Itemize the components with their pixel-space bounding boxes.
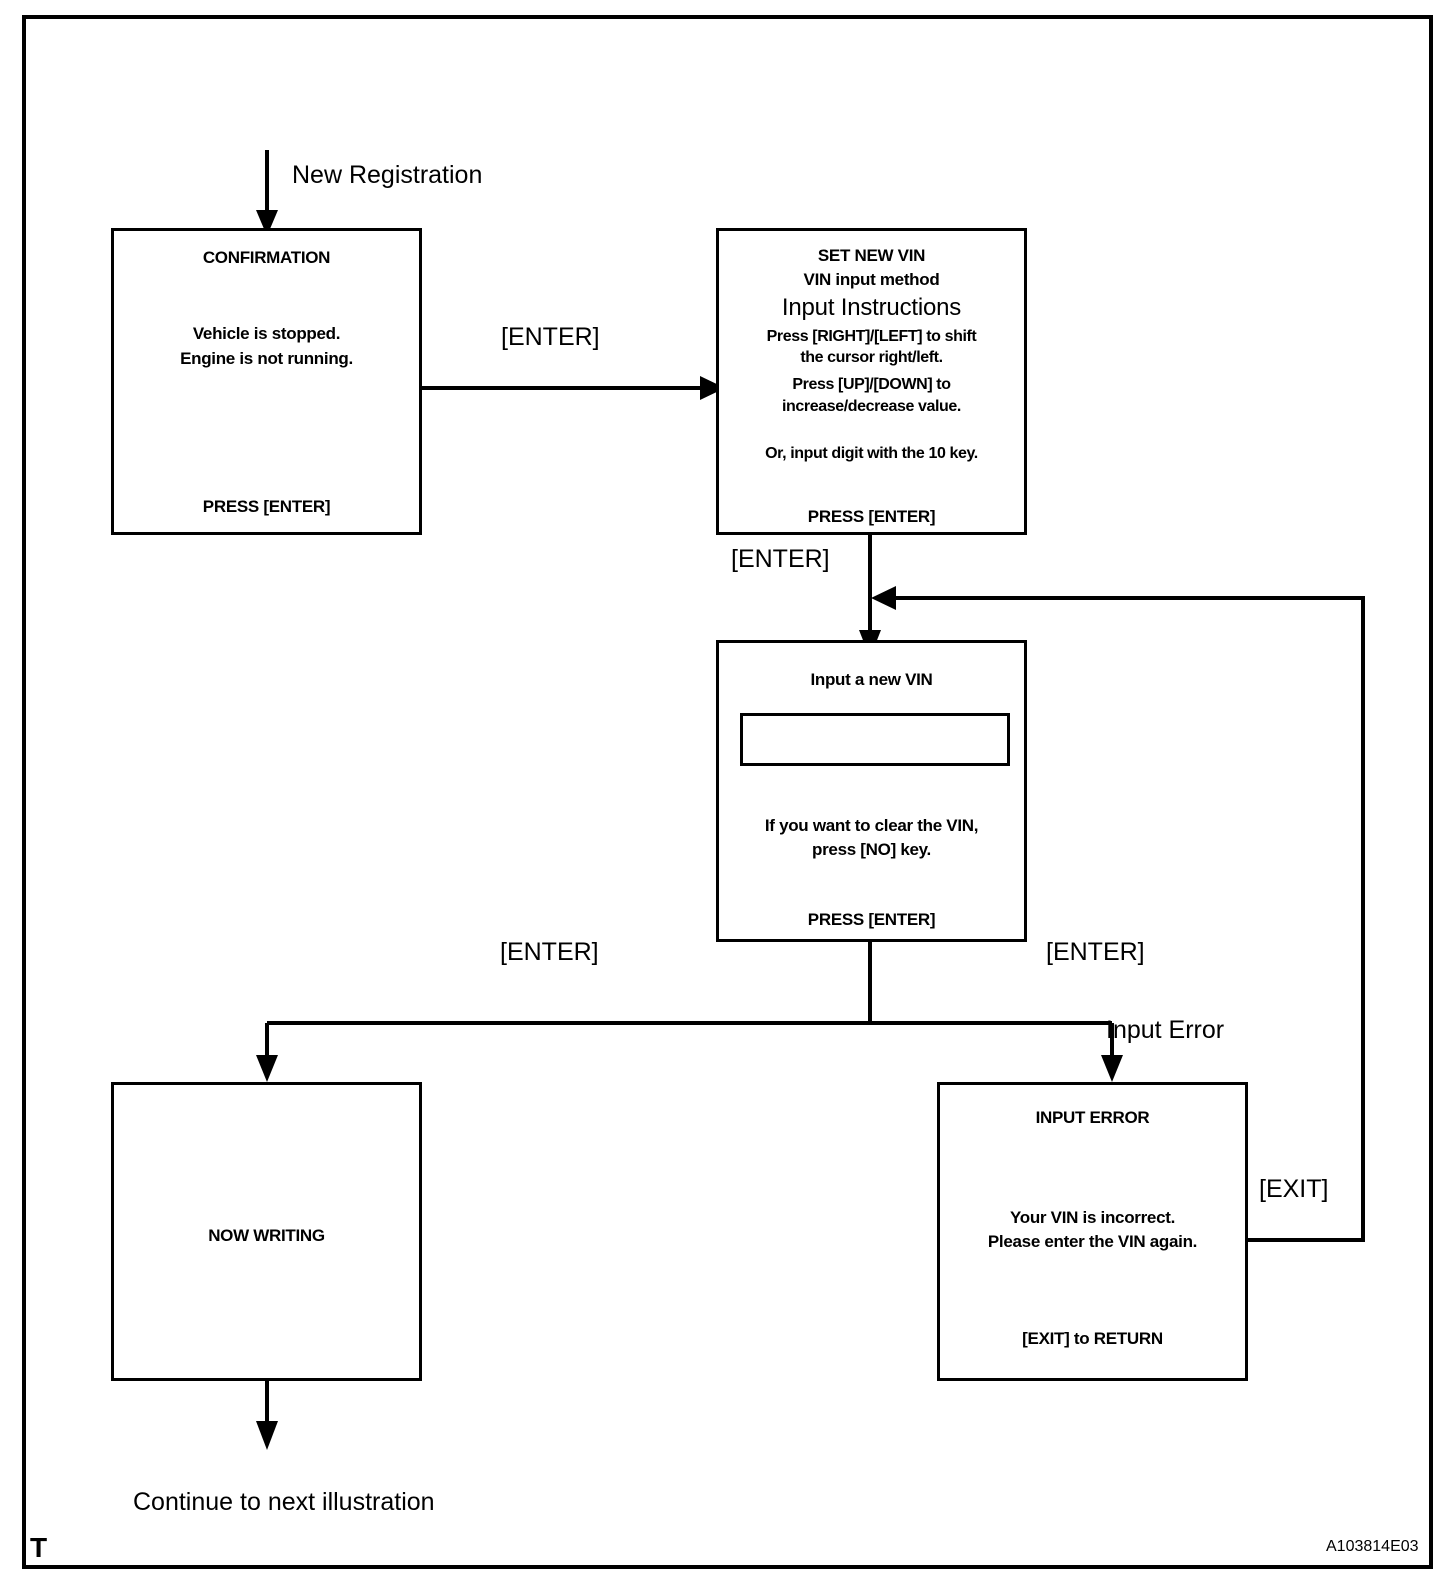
setvin-line4: increase/decrease value. <box>782 398 961 415</box>
transition-label-confirmation-to-setvin: [ENTER] <box>501 323 600 351</box>
vin-input-field[interactable] <box>740 713 1010 766</box>
screen-confirmation: CONFIRMATION Vehicle is stopped. Engine … <box>111 228 422 535</box>
transition-label-inputvin-to-error: [ENTER] <box>1046 938 1145 966</box>
inputvin-title: Input a new VIN <box>810 670 933 689</box>
inputerror-footer: [EXIT] to RETURN <box>1022 1329 1163 1348</box>
screen-set-new-vin: SET NEW VIN VIN input method Input Instr… <box>716 228 1027 535</box>
screen-now-writing: NOW WRITING <box>111 1082 422 1381</box>
setvin-title: SET NEW VIN <box>817 246 926 265</box>
confirmation-footer: PRESS [ENTER] <box>202 497 331 516</box>
transition-label-inputvin-to-nowwriting: [ENTER] <box>500 938 599 966</box>
setvin-subtitle: VIN input method <box>803 270 940 289</box>
setvin-line2: the cursor right/left. <box>800 349 943 366</box>
inputvin-note-line2: press [NO] key. <box>812 840 931 859</box>
entry-label: New Registration <box>292 161 483 189</box>
screen-input-error: INPUT ERROR Your VIN is incorrect. Pleas… <box>937 1082 1248 1381</box>
nowwriting-title: NOW WRITING <box>208 1226 325 1245</box>
inputvin-note-line1: If you want to clear the VIN, <box>764 816 979 835</box>
setvin-footer: PRESS [ENTER] <box>807 507 936 526</box>
setvin-line3: Press [UP]/[DOWN] to <box>792 376 951 393</box>
transition-label-error-to-inputvin: [EXIT] <box>1259 1175 1329 1203</box>
transition-label-setvin-to-inputvin: [ENTER] <box>731 545 830 573</box>
inputerror-body-line1: Your VIN is incorrect. <box>1009 1208 1176 1227</box>
confirmation-body-line2: Engine is not running. <box>180 349 353 368</box>
corner-mark-t: T <box>30 1532 48 1563</box>
inputerror-title: INPUT ERROR <box>1035 1108 1150 1127</box>
branch-label-input-error: Input Error <box>1106 1016 1225 1044</box>
inputvin-footer: PRESS [ENTER] <box>807 910 936 929</box>
setvin-line1: Press [RIGHT]/[LEFT] to shift <box>766 328 977 345</box>
exit-label: Continue to next illustration <box>133 1488 435 1516</box>
setvin-line5: Or, input digit with the 10 key. <box>765 445 978 462</box>
setvin-heading: Input Instructions <box>781 294 962 321</box>
figure-code: A103814E03 <box>1326 1538 1419 1555</box>
inputerror-body-line2: Please enter the VIN again. <box>987 1232 1198 1251</box>
illustration-border <box>22 15 1433 1569</box>
screen-input-new-vin: Input a new VIN If you want to clear the… <box>716 640 1027 942</box>
confirmation-title: CONFIRMATION <box>202 248 331 267</box>
confirmation-body-line1: Vehicle is stopped. <box>192 324 341 343</box>
